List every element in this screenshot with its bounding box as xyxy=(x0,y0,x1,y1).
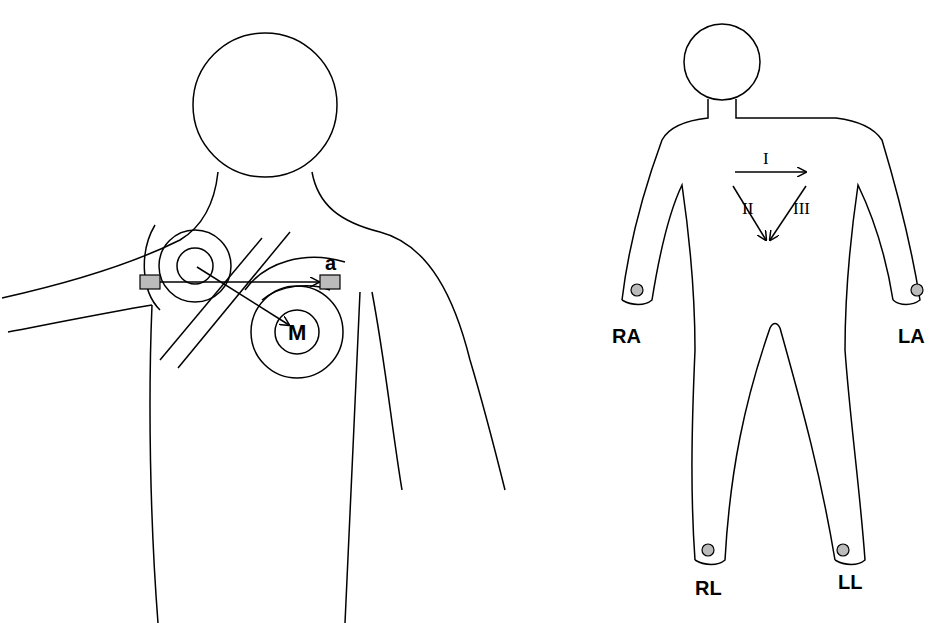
electrode-label: RA xyxy=(612,326,641,346)
vector-arrows xyxy=(160,172,806,325)
lead-label: II xyxy=(742,200,753,217)
field-lines xyxy=(144,225,345,378)
electrode-label: LA xyxy=(898,326,925,346)
dipole-label: M xyxy=(288,322,306,344)
electrodes xyxy=(140,275,923,556)
lead-label: III xyxy=(793,200,810,217)
torso-outline xyxy=(2,24,920,623)
lead-label: I xyxy=(763,150,769,167)
electrode-label: a xyxy=(325,253,336,273)
electrode-label: LL xyxy=(838,572,862,592)
electrode-label: RL xyxy=(695,578,722,598)
